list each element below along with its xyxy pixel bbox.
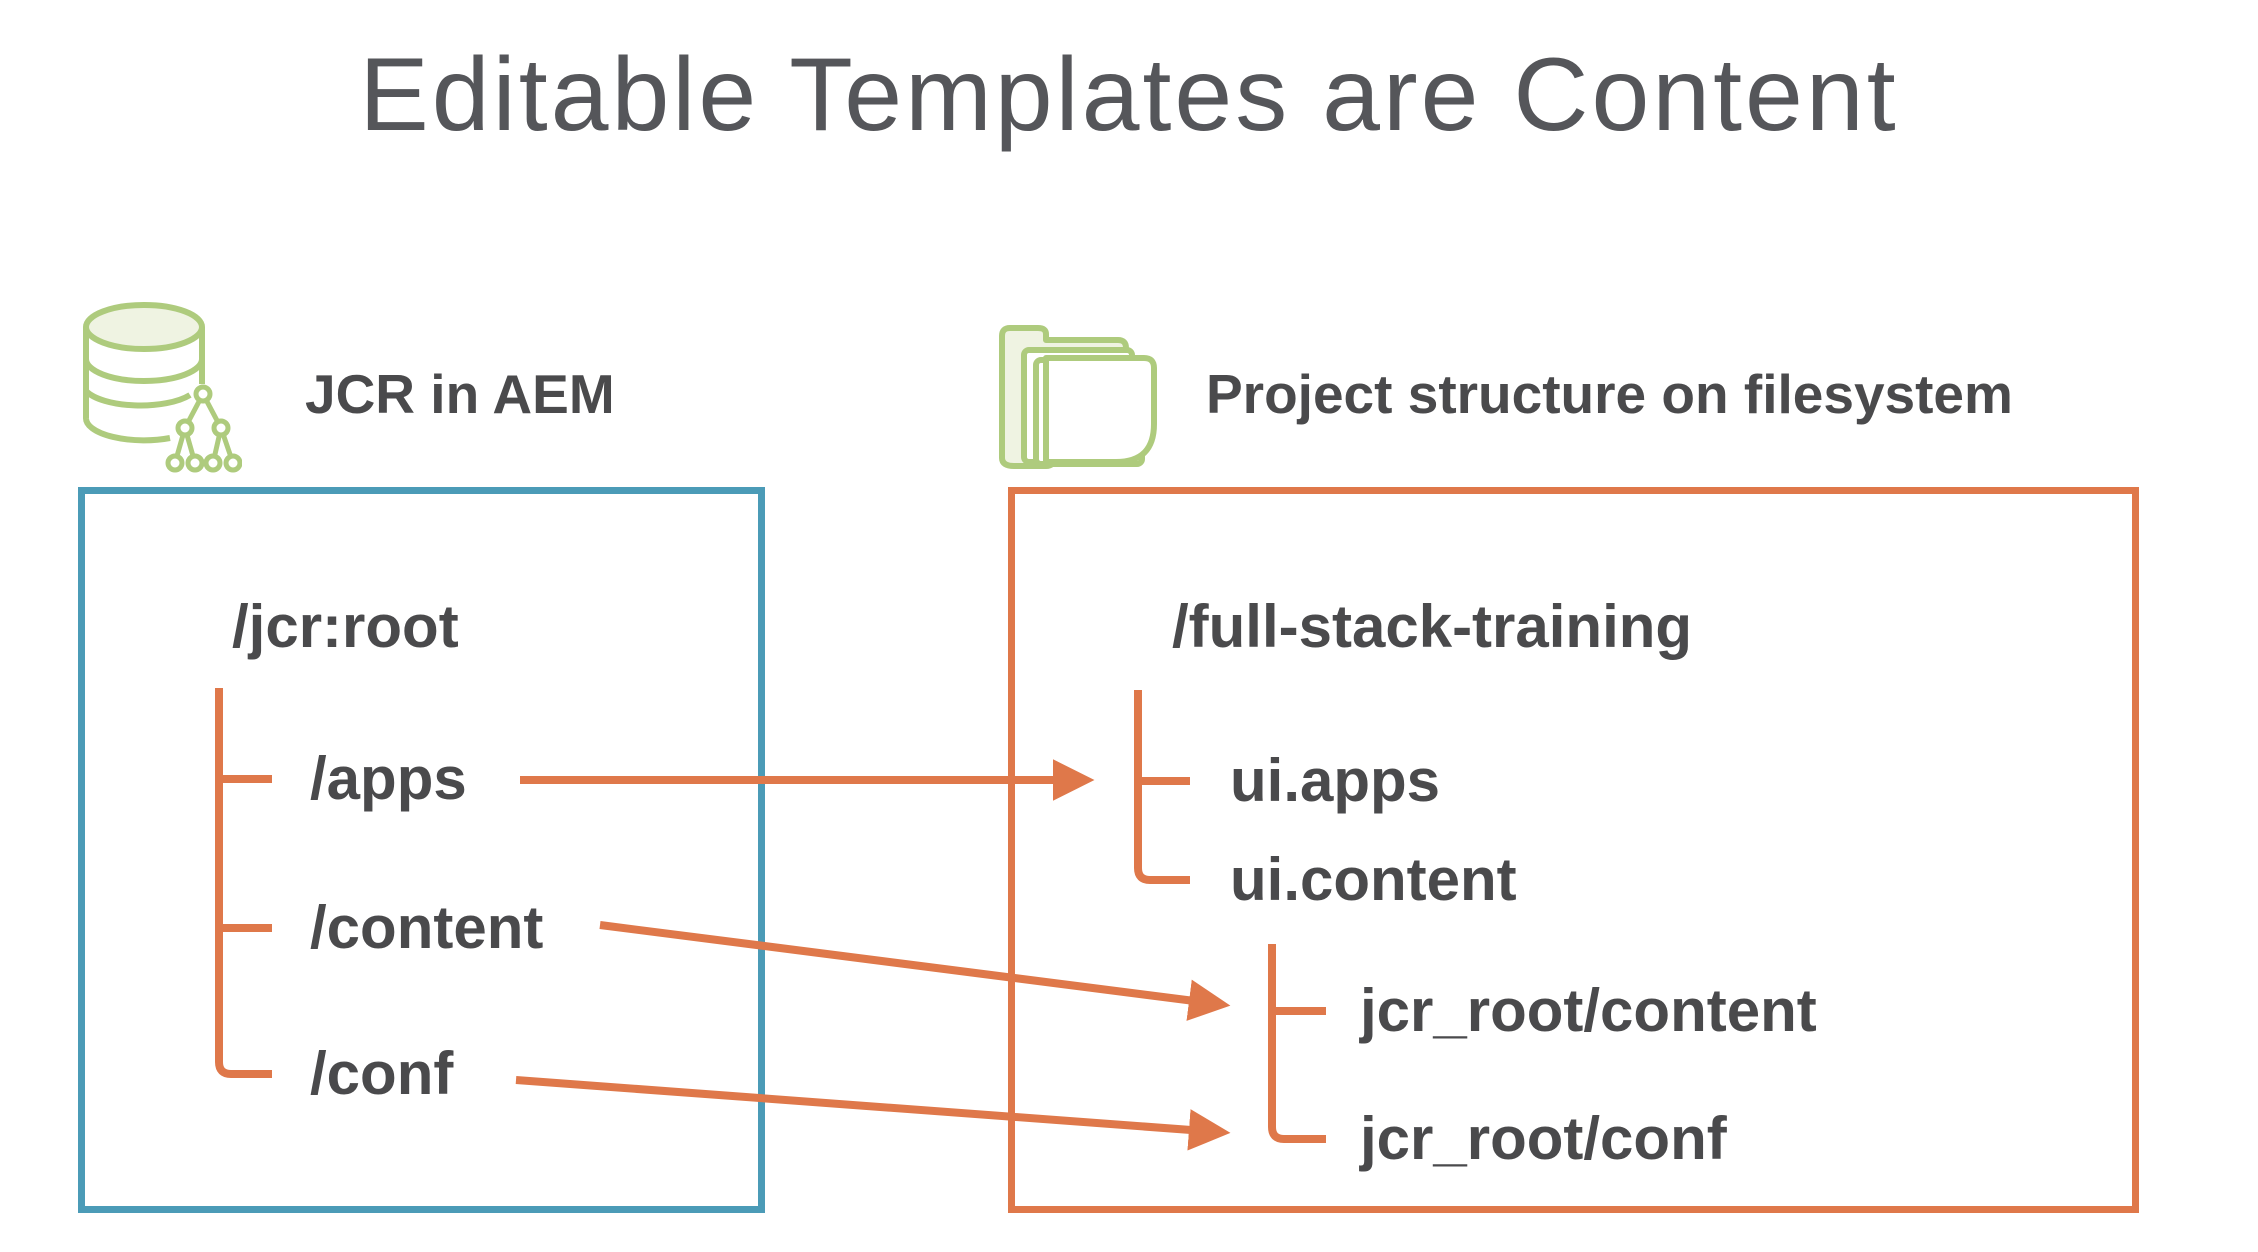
filesystem-box (1008, 487, 2139, 1213)
tree-node-conf: /conf (310, 1040, 454, 1107)
jcr-box (78, 487, 765, 1213)
tree-node-jcr-root-content: jcr_root/content (1360, 977, 1817, 1044)
tree-node-jcr-root-conf: jcr_root/conf (1360, 1105, 1727, 1172)
tree-node-jcr-root: /jcr:root (232, 593, 459, 660)
tree-node-content: /content (310, 894, 544, 961)
legend-jcr-label: JCR in AEM (305, 363, 615, 425)
tree-node-ui-content: ui.content (1230, 846, 1517, 913)
folder-icon (999, 325, 1157, 469)
tree-glyph (165, 384, 242, 473)
tree-node-apps: /apps (310, 745, 467, 812)
database-tree-icon (83, 302, 242, 473)
tree-node-ui-apps: ui.apps (1230, 747, 1441, 814)
page-title: Editable Templates are Content (359, 37, 1899, 153)
legend-filesystem-label: Project structure on filesystem (1206, 363, 2013, 425)
tree-node-full-stack-training: /full-stack-training (1172, 593, 1693, 660)
